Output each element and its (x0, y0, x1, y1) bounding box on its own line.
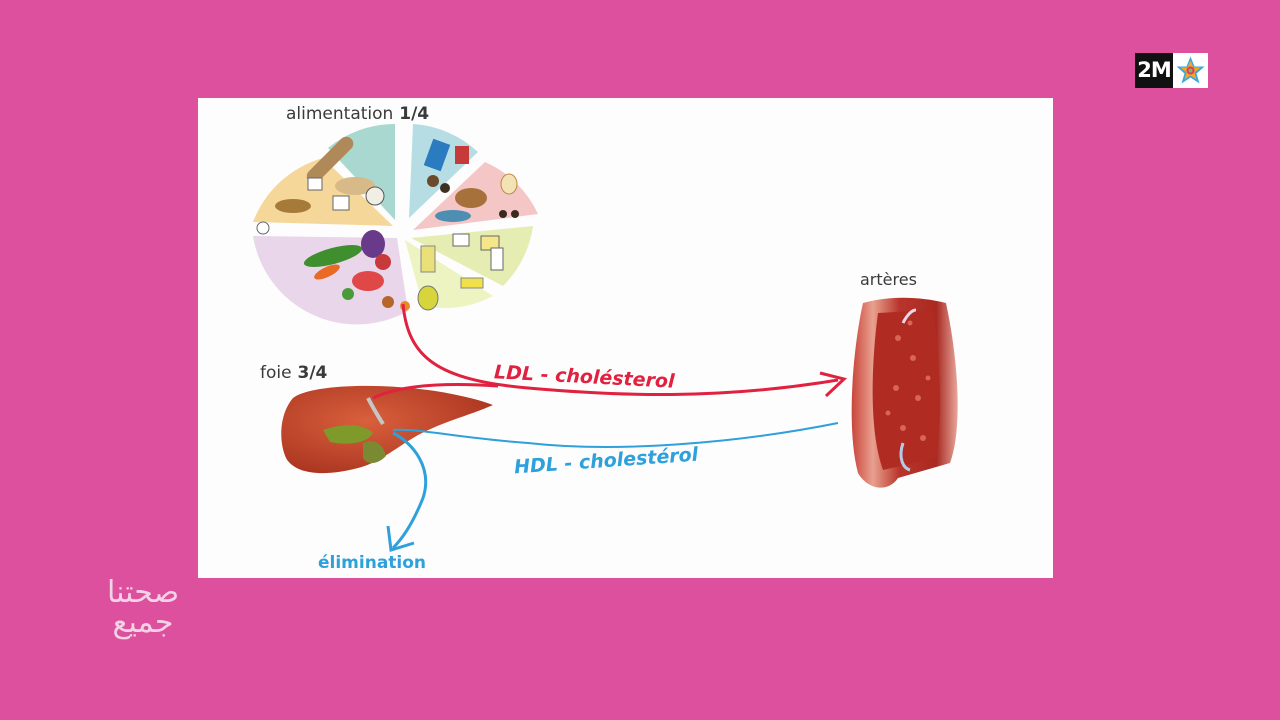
channel-logo-text: 2M (1135, 53, 1173, 88)
ldl-arrow-from-food (401, 303, 839, 397)
ldl-arrow-head (819, 371, 848, 398)
diagram-drawing (253, 123, 958, 552)
show-title-line2: جميع (112, 605, 174, 640)
elimination-label: élimination (318, 553, 427, 573)
cholesterol-diagram: alimentation 1/4 foie 3/4 artères LDL - … (198, 98, 1053, 578)
food-wheel (253, 123, 538, 325)
food-share: 1/4 (399, 104, 430, 124)
ldl-arrow-from-liver (372, 383, 499, 400)
liver-illustration (281, 385, 493, 474)
food-sector-vegetables (253, 236, 408, 325)
artery-illustration (851, 297, 958, 488)
liver-label: foie 3/4 (260, 363, 328, 383)
show-title-line1: صحتنا (106, 575, 180, 610)
elimination-arrow-head (386, 525, 415, 552)
elimination-arrow (391, 431, 428, 550)
show-logo: صحتنا جميع (88, 578, 198, 638)
liver-share: 3/4 (297, 363, 328, 383)
food-sector-dairy (411, 226, 533, 286)
hdl-arrow (392, 422, 839, 448)
channel-logo: 2M (1135, 53, 1208, 88)
artery-label: artères (860, 270, 917, 289)
food-label: alimentation 1/4 (286, 104, 430, 124)
star-logo-icon (1176, 56, 1205, 84)
